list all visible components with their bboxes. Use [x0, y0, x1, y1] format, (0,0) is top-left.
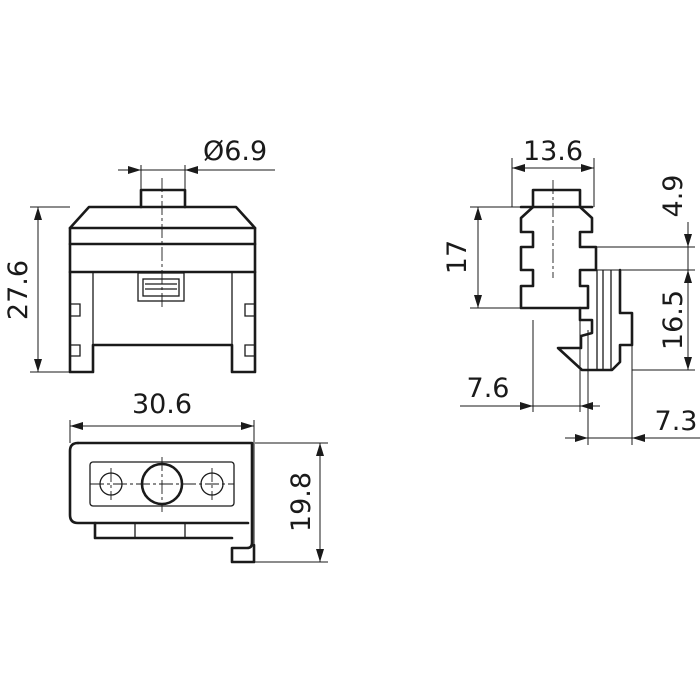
dim-label-depth: 19.8: [286, 472, 317, 532]
dim-label-total-width: 30.6: [132, 389, 192, 420]
front-cap: [68, 205, 257, 230]
front-notch: [244, 303, 255, 317]
dim-label-pin-diameter: Ø6.9: [203, 136, 267, 167]
dimension-lines: [30, 158, 700, 563]
dim-label-side-height-4-9: 4.9: [658, 175, 689, 218]
dim-label-total-height: 27.6: [3, 260, 34, 320]
dim-label-side-height-16-5: 16.5: [658, 290, 689, 350]
dimension-labels: Ø6.9 27.6 30.6 19.8 13.6 17 4.9 16.5 7.6…: [3, 136, 697, 532]
front-nut-inner: [142, 278, 180, 297]
side-body-outline: [531, 188, 634, 372]
front-body-outline: [68, 226, 257, 374]
front-notch: [70, 303, 81, 317]
top-view: [68, 441, 256, 564]
dim-label-side-top-width: 13.6: [523, 136, 583, 167]
front-pin: [139, 188, 187, 209]
dim-label-side-offset-7-3: 7.3: [655, 406, 698, 437]
dim-label-side-height-17: 17: [442, 240, 473, 274]
top-body-outline: [68, 441, 234, 540]
top-body-outline: [76, 441, 256, 564]
front-notch: [244, 344, 255, 357]
front-notch: [70, 344, 81, 357]
front-view: [68, 178, 257, 374]
dim-label-side-offset-7-6: 7.6: [467, 373, 510, 404]
side-body-outline: [519, 205, 582, 310]
front-nut: [137, 272, 185, 302]
side-view: [519, 180, 634, 372]
